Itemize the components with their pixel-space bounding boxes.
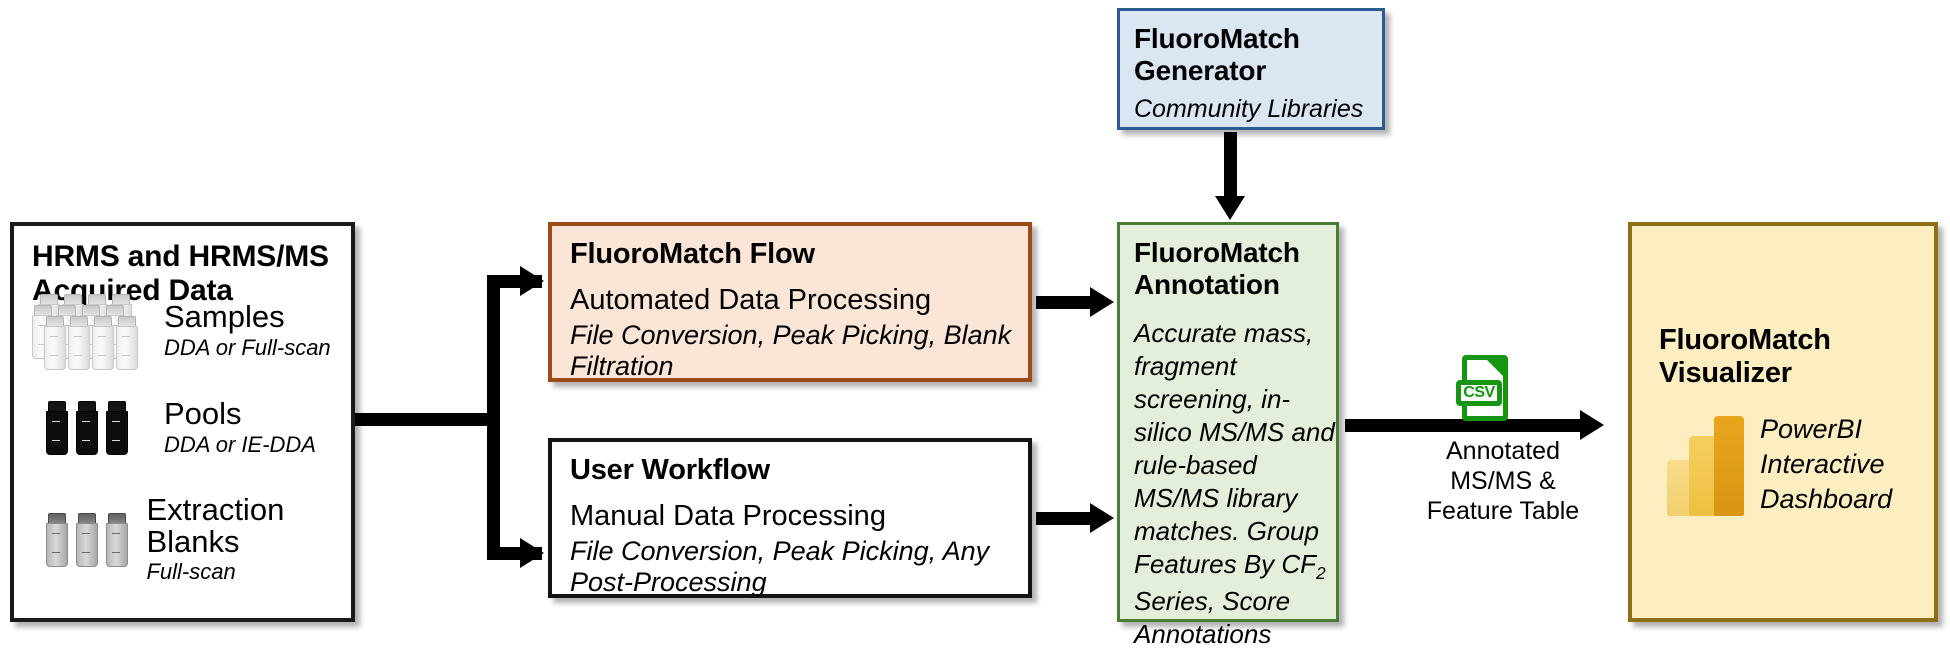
- workflow-diagram: HRMS and HRMS/MS Acquired Data Samples D…: [10, 8, 1938, 649]
- box-fluoromatch-annotation: FluoroMatch Annotation Accurate mass, fr…: [1117, 222, 1339, 649]
- box-flow-detail: File Conversion, Peak Picking, Blank Fil…: [570, 320, 1012, 382]
- annotation-detail-subscript: 2: [1316, 563, 1326, 584]
- connector-flow-to-annotation: [1036, 296, 1094, 309]
- box-flow-title: FluoroMatch Flow: [570, 238, 815, 270]
- box-user-title: User Workflow: [570, 454, 770, 486]
- row-sublabel-extraction-blanks: Full-scan: [146, 559, 236, 585]
- box-acquired-title: HRMS and HRMS/MS Acquired Data: [32, 240, 329, 308]
- gray-vials-icon: [32, 511, 134, 569]
- powerbi-bars-icon: [1667, 416, 1749, 516]
- box-user-workflow: User Workflow Manual Data Processing Fil…: [548, 438, 1032, 598]
- box-acquired-data: HRMS and HRMS/MS Acquired Data Samples D…: [10, 222, 355, 622]
- arrowhead-flow-to-annotation: [1090, 287, 1114, 317]
- annotation-detail-part2: Series, Score Annotations: [1134, 586, 1291, 650]
- box-fluoromatch-generator: FluoroMatch Generator Community Librarie…: [1117, 8, 1385, 130]
- csv-icon-text: CSV: [1456, 380, 1502, 406]
- row-label-extraction-blanks: Extraction Blanks: [146, 492, 285, 559]
- box-visualizer-title: FluoroMatch Visualizer: [1659, 324, 1831, 390]
- data-row-samples: Samples DDA or Full-scan: [32, 294, 331, 370]
- annotation-detail-part1: Accurate mass, fragment screening, in-si…: [1134, 318, 1335, 580]
- box-annotation-title: FluoroMatch Annotation: [1134, 237, 1300, 300]
- dark-vials-icon: [32, 399, 152, 457]
- csv-transfer-label: Annotated MS/MS & Feature Table: [1426, 437, 1580, 525]
- box-fluoromatch-visualizer: FluoroMatch Visualizer PowerBI Interacti…: [1628, 222, 1938, 622]
- box-user-line1: Manual Data Processing: [570, 500, 886, 532]
- connector-branch-stem: [355, 413, 500, 426]
- clear-vials-icon: [32, 294, 152, 370]
- connector-user-to-annotation: [1036, 512, 1094, 525]
- arrowhead-annotation-to-visualizer: [1580, 410, 1604, 440]
- box-visualizer-detail: PowerBI Interactive Dashboard: [1760, 414, 1893, 515]
- row-sublabel-samples: DDA or Full-scan: [164, 335, 331, 361]
- row-label-pools: Pools: [164, 396, 242, 431]
- connector-annotation-to-visualizer: [1345, 419, 1585, 432]
- connector-generator-to-annotation: [1224, 132, 1237, 200]
- row-label-samples: Samples: [164, 299, 285, 335]
- data-row-pools: Pools DDA or IE-DDA: [32, 398, 316, 458]
- arrowhead-generator-to-annotation: [1215, 196, 1245, 220]
- data-row-extraction-blanks: Extraction Blanks Full-scan: [32, 494, 351, 586]
- box-fluoromatch-flow: FluoroMatch Flow Automated Data Processi…: [548, 222, 1032, 382]
- arrowhead-user-to-annotation: [1090, 503, 1114, 533]
- box-user-detail: File Conversion, Peak Picking, Any Post-…: [570, 536, 990, 598]
- box-generator-title: FluoroMatch Generator: [1134, 23, 1300, 86]
- row-sublabel-pools: DDA or IE-DDA: [164, 431, 316, 457]
- box-annotation-detail: Accurate mass, fragment screening, in-si…: [1134, 317, 1339, 651]
- arrowhead-to-user-workflow: [520, 538, 544, 568]
- arrowhead-to-flow: [520, 266, 544, 296]
- box-flow-line1: Automated Data Processing: [570, 284, 932, 316]
- connector-branch-vertical: [487, 275, 500, 560]
- csv-file-icon: CSV: [1456, 355, 1516, 427]
- box-generator-detail: Community Libraries: [1134, 95, 1364, 123]
